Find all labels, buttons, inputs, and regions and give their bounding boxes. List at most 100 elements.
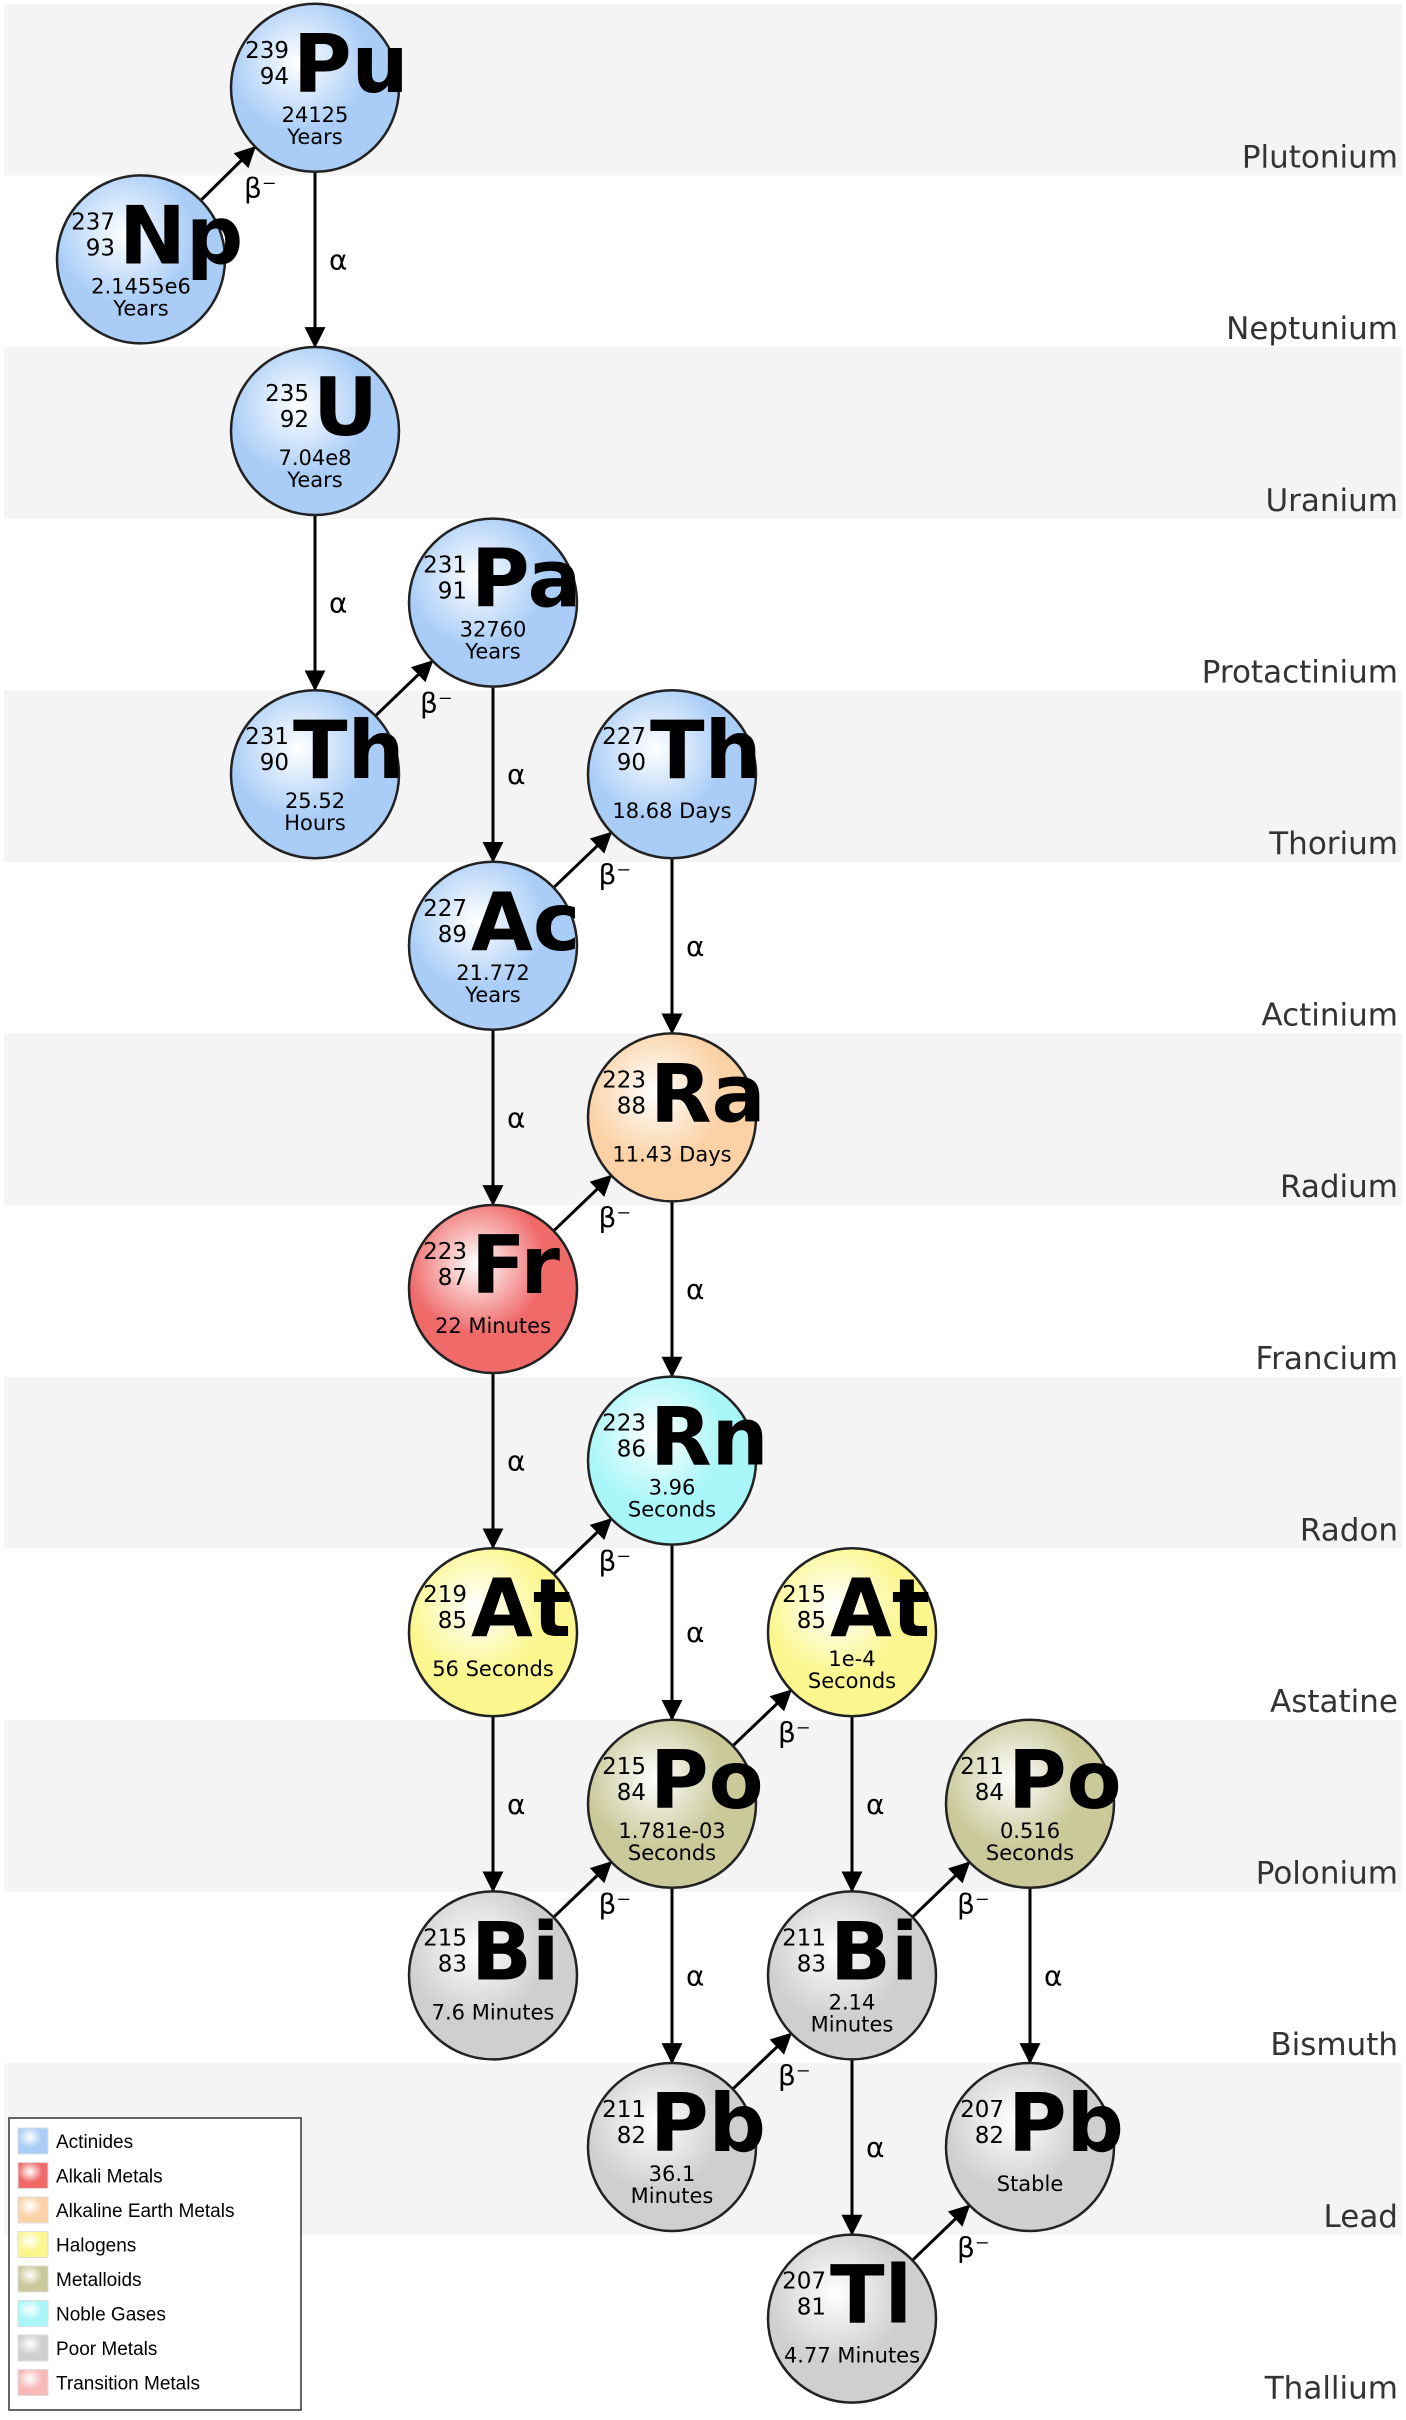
nuclide-circle (944, 1718, 1116, 1890)
half-life: Seconds (628, 1498, 716, 1522)
mass-number: 239 (245, 38, 289, 64)
decay-label: α (866, 1788, 884, 1821)
mass-number: 215 (423, 1925, 467, 1951)
mass-number: 231 (245, 724, 289, 750)
mass-number: 231 (423, 553, 467, 579)
half-life: Seconds (628, 1841, 716, 1865)
decay-arrow (732, 2032, 792, 2090)
band-label: Actinium (1261, 998, 1398, 1034)
half-life: 22 Minutes (435, 1314, 551, 1338)
decay-label: α (686, 1616, 704, 1649)
decay-label: β⁻ (957, 2231, 990, 2264)
band-label: Astatine (1270, 1684, 1398, 1720)
atomic-number: 84 (975, 1780, 1004, 1806)
half-life: 24125 (282, 103, 349, 127)
band-francium (4, 1205, 1402, 1377)
legend-label: Actinides (56, 2132, 133, 2153)
legend-swatch-alkali (17, 2162, 49, 2189)
half-life: Years (286, 125, 342, 149)
atomic-number: 91 (438, 579, 467, 605)
band-label: Thallium (1264, 2370, 1398, 2406)
legend-swatch-alkearth (17, 2196, 49, 2224)
element-symbol: At (830, 1562, 930, 1655)
decay-arrows: β⁻ααβ⁻αβ⁻ααβ⁻ααβ⁻ααβ⁻β⁻ααβ⁻β⁻ααβ⁻ (200, 146, 1062, 2264)
nuclide-circle (407, 1546, 579, 1718)
half-life: 18.68 Days (612, 799, 731, 823)
band-astatine (4, 1548, 1402, 1720)
half-life: 7.04e8 (278, 446, 351, 470)
half-life: 1.781e-03 (618, 1819, 725, 1843)
half-life: Years (286, 468, 342, 492)
element-bands: PlutoniumNeptuniumUraniumProtactiniumTho… (4, 4, 1402, 2407)
legend-swatch-actinide (17, 2127, 49, 2155)
legend-swatch-transition (17, 2369, 49, 2396)
atomic-number: 85 (797, 1608, 826, 1634)
mass-number: 235 (265, 381, 309, 407)
legend-swatch-noble (17, 2300, 49, 2327)
element-symbol: Bi (471, 1905, 559, 1998)
half-life: 0.516 (1000, 1819, 1060, 1843)
band-neptunium (4, 175, 1402, 348)
half-life: 25.52 (285, 789, 345, 813)
nuclide-circle (407, 860, 579, 1032)
half-life: 7.6 Minutes (432, 2000, 555, 2024)
band-bismuth (4, 1891, 1402, 2064)
atomic-number: 84 (617, 1780, 646, 1806)
decay-label: β⁻ (244, 172, 277, 205)
mass-number: 223 (602, 1067, 646, 1093)
mass-number: 237 (71, 209, 115, 235)
nuclide-circle (586, 1375, 758, 1546)
band-uranium (4, 347, 1402, 519)
half-life: 3.96 (649, 1476, 696, 1500)
nuclide-circle (766, 1890, 938, 2061)
atomic-number: 81 (797, 2295, 826, 2321)
nuclide-circle (944, 2061, 1116, 2233)
band-plutonium (4, 4, 1402, 176)
element-symbol: Pb (650, 2077, 766, 2170)
decay-label: β⁻ (599, 858, 632, 891)
legend-label: Transition Metals (56, 2374, 200, 2395)
half-life: Hours (284, 811, 346, 835)
nuclide-circle (407, 517, 579, 688)
legend-swatch-metalloid (17, 2265, 49, 2293)
legend-swatch-halogen (17, 2231, 49, 2258)
legend-box (8, 2117, 302, 2411)
element-symbol: U (313, 361, 378, 454)
element-symbol: Pu (293, 18, 409, 111)
decay-arrow (200, 146, 256, 201)
decay-arrow (553, 831, 613, 889)
decay-label: α (686, 1959, 704, 1992)
legend-swatch-poor (17, 2334, 49, 2362)
nuclide-circle (586, 688, 758, 860)
nuclide-circle (407, 1890, 579, 2061)
decay-label: α (329, 587, 347, 620)
legend-label: Alkali Metals (56, 2167, 163, 2188)
nuclide-circle (229, 345, 401, 517)
atomic-number: 83 (797, 1951, 826, 1977)
half-life: Seconds (808, 1669, 896, 1693)
element-symbol: Fr (471, 1219, 561, 1312)
element-symbol: Ac (471, 876, 580, 969)
nuclide-circle (407, 1203, 579, 1375)
half-life: Minutes (631, 2184, 714, 2208)
decay-label: α (507, 1445, 525, 1478)
legend-label: Halogens (56, 2236, 136, 2257)
decay-label: β⁻ (957, 1888, 990, 1921)
atomic-number: 87 (438, 1265, 467, 1291)
half-life: 2.1455e6 (91, 274, 191, 298)
